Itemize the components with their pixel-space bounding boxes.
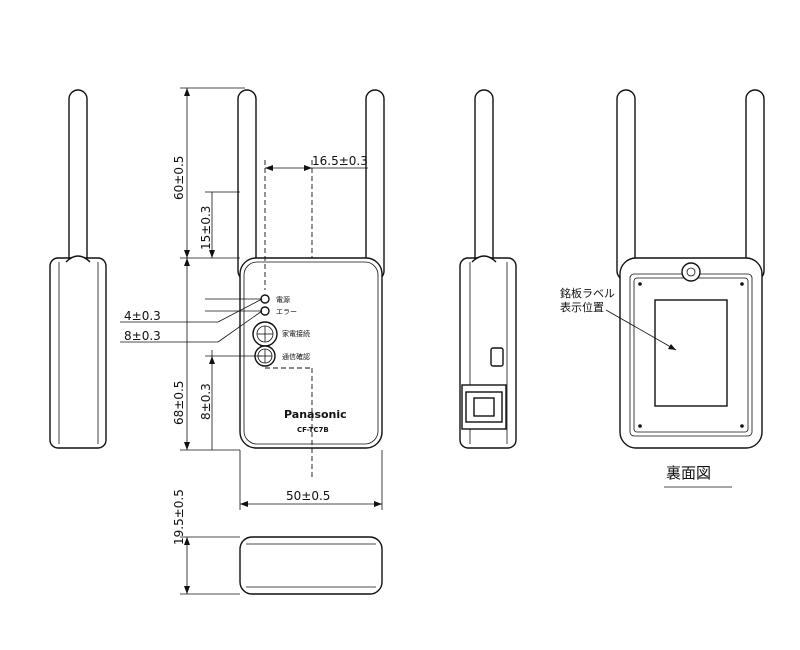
connect-button-label: 家電接続	[282, 329, 310, 338]
left-side-antenna	[68, 89, 88, 281]
connect-button	[252, 321, 278, 347]
nameplate-callout-line1: 銘板ラベル	[560, 286, 615, 300]
dimension-lines: 60±0.5 15±0.3 68±0.5 8±0.3 4±0.3 8±0.3 1…	[120, 87, 383, 595]
front-body	[239, 257, 383, 449]
dim-antenna-offset: 16.5±0.3	[312, 154, 368, 168]
error-led-label: エラー	[276, 308, 297, 316]
dim-led-spacing-2: 8±0.3	[124, 329, 161, 343]
left-side-view	[49, 89, 107, 449]
rear-view-caption: 裏面図	[666, 464, 711, 482]
model-number: CF-TC7B	[297, 426, 329, 434]
error-led-icon	[260, 306, 270, 316]
rear-antenna-left	[616, 89, 636, 281]
power-led-label: 電源	[276, 295, 290, 304]
dim-body-top-offset: 15±0.3	[199, 206, 213, 250]
front-antenna-left	[237, 89, 257, 281]
dim-width: 50±0.5	[286, 489, 330, 503]
lan-port	[461, 384, 507, 430]
bottom-body	[239, 536, 383, 595]
hanging-hole-icon	[681, 262, 701, 282]
dim-body-height: 68±0.5	[172, 381, 186, 425]
dim-led-spacing-1: 4±0.3	[124, 309, 161, 323]
front-view: 電源 エラー 家電接続 通信確認 Panasonic CF-TC7B	[237, 89, 385, 480]
right-side-antenna	[474, 89, 494, 281]
rear-view: 銘板ラベル 表示位置 裏面図	[560, 89, 765, 488]
right-side-view	[459, 89, 517, 449]
dim-height-top: 60±0.5	[172, 156, 186, 200]
rear-antenna-right	[745, 89, 765, 281]
power-led-icon	[260, 294, 270, 304]
dim-button-offset: 8±0.3	[199, 383, 213, 420]
front-antenna-right	[365, 89, 385, 281]
usb-port	[490, 347, 504, 367]
nameplate-callout-line2: 表示位置	[560, 300, 604, 314]
dim-depth: 19.5±0.5	[172, 489, 186, 545]
check-button-label: 通信確認	[282, 352, 310, 361]
nameplate-label-area	[654, 299, 728, 407]
bottom-view	[239, 536, 383, 595]
brand-logo: Panasonic	[284, 408, 347, 421]
